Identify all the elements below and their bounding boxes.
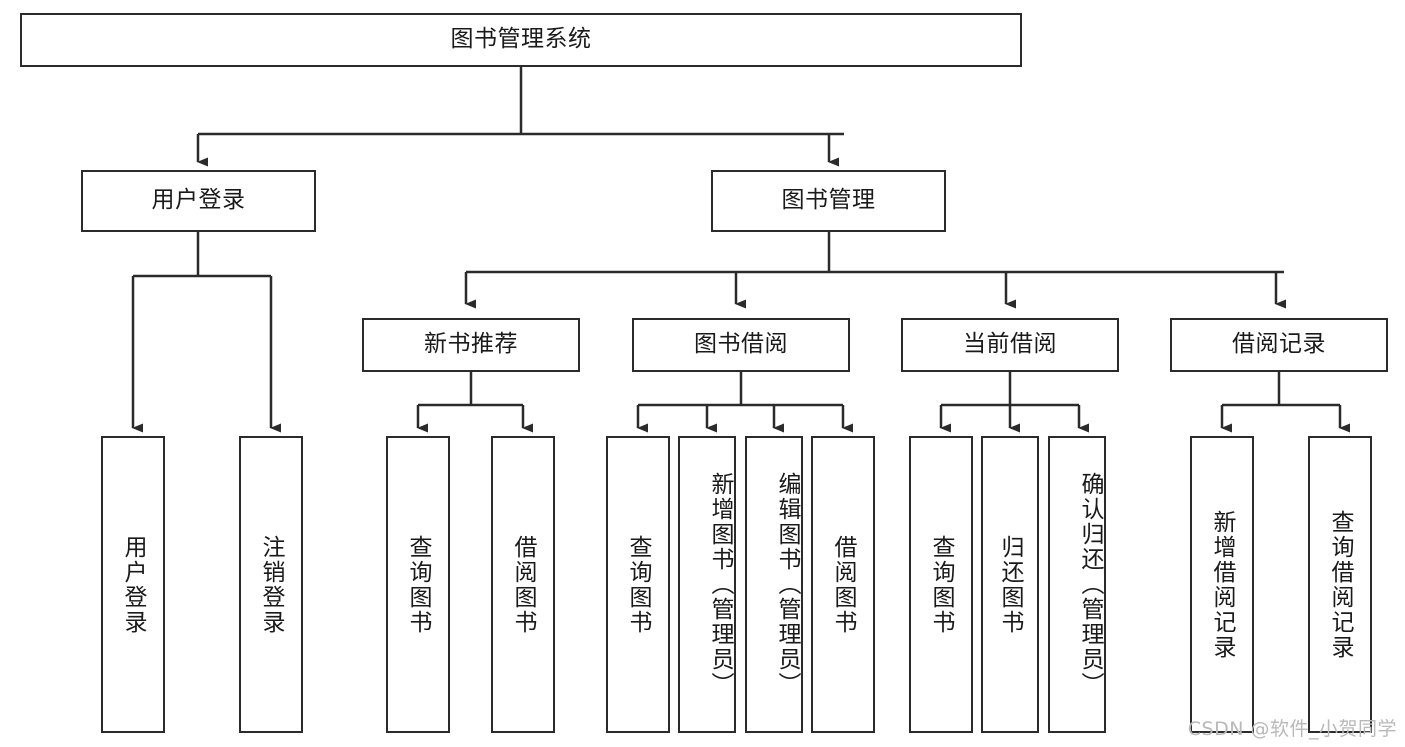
node-book-management-label: 图书管理 (781, 187, 876, 214)
leaf-bb-edit-book-admin[interactable]: 编辑图书（管理员） (745, 436, 803, 733)
leaf-cb-return-book-label: 归还图书 (997, 534, 1024, 635)
node-book-management[interactable]: 图书管理 (711, 170, 946, 232)
leaf-bb-query-book-label: 查询图书 (625, 534, 652, 635)
leaf-logout-label: 注销登录 (258, 534, 285, 635)
leaf-logout[interactable]: 注销登录 (239, 436, 303, 733)
node-current-borrow[interactable]: 当前借阅 (901, 318, 1119, 372)
leaf-nb-query-book-label: 查询图书 (405, 534, 432, 635)
node-new-book-recommend-label: 新书推荐 (424, 331, 518, 358)
leaf-br-query-record-label: 查询借阅记录 (1327, 509, 1354, 660)
node-root-label: 图书管理系统 (450, 26, 592, 53)
leaf-br-add-record-label: 新增借阅记录 (1209, 509, 1236, 660)
leaf-cb-return-book[interactable]: 归还图书 (981, 436, 1039, 733)
leaf-bb-query-book[interactable]: 查询图书 (606, 436, 670, 733)
node-borrow-record[interactable]: 借阅记录 (1170, 318, 1388, 372)
leaf-cb-confirm-return-admin[interactable]: 确认归还（管理员） (1048, 436, 1106, 733)
leaf-bb-add-book-admin-label: 新增图书（管理员） (707, 472, 733, 697)
leaf-br-add-record[interactable]: 新增借阅记录 (1190, 436, 1254, 733)
node-book-borrow-label: 图书借阅 (694, 331, 788, 358)
leaf-br-query-record[interactable]: 查询借阅记录 (1308, 436, 1372, 733)
leaf-nb-borrow-book[interactable]: 借阅图书 (491, 436, 555, 733)
leaf-nb-borrow-book-label: 借阅图书 (510, 534, 537, 635)
leaf-cb-confirm-return-admin-label: 确认归还（管理员） (1077, 472, 1103, 697)
node-root[interactable]: 图书管理系统 (20, 13, 1022, 67)
node-user-login[interactable]: 用户登录 (81, 170, 316, 232)
leaf-cb-query-book[interactable]: 查询图书 (909, 436, 973, 733)
leaf-user-login[interactable]: 用户登录 (101, 436, 165, 733)
leaf-user-login-label: 用户登录 (120, 534, 147, 635)
leaf-bb-edit-book-admin-label: 编辑图书（管理员） (774, 472, 800, 697)
leaf-nb-query-book[interactable]: 查询图书 (386, 436, 450, 733)
node-new-book-recommend[interactable]: 新书推荐 (362, 318, 580, 372)
leaf-bb-borrow-book[interactable]: 借阅图书 (811, 436, 875, 733)
node-user-login-label: 用户登录 (151, 187, 246, 214)
node-current-borrow-label: 当前借阅 (963, 331, 1057, 358)
leaf-bb-borrow-book-label: 借阅图书 (830, 534, 857, 635)
node-borrow-record-label: 借阅记录 (1232, 331, 1326, 358)
leaf-cb-query-book-label: 查询图书 (928, 534, 955, 635)
node-book-borrow[interactable]: 图书借阅 (632, 318, 850, 372)
leaf-bb-add-book-admin[interactable]: 新增图书（管理员） (678, 436, 736, 733)
